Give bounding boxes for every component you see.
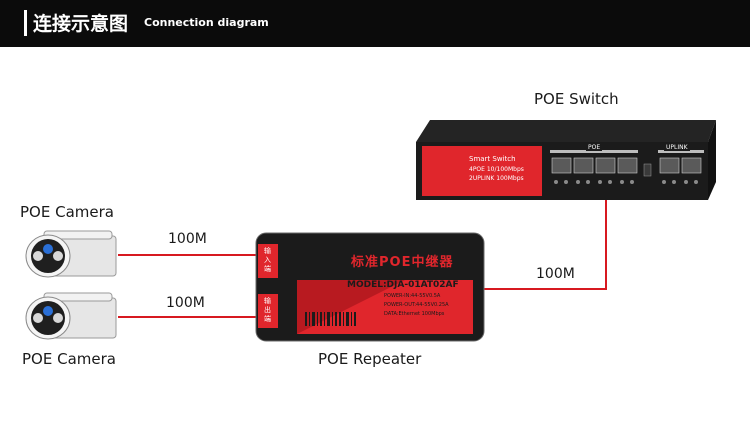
repeater-model: MODEL:DJA-01AT02AF (347, 280, 459, 290)
camera-ir-led-right (53, 313, 63, 323)
camera-ir-led-right (53, 251, 63, 261)
camera-ir-led-left (33, 313, 43, 323)
uplink-port-1 (659, 157, 680, 174)
switch-uplink-bracket (658, 150, 704, 153)
poe-switch-label: POE Switch (534, 90, 619, 108)
uplink-port-2 (681, 157, 702, 174)
link-speed-camera-top: 100M (168, 231, 207, 247)
poe-camera-top-label: POE Camera (20, 203, 114, 221)
camera-lens-face (31, 239, 65, 273)
link-speed-camera-bottom: 100M (166, 295, 205, 311)
repeater-power-out: POWER-OUT:44-55V0.25A (384, 302, 449, 308)
switch-uplink-ports (659, 157, 702, 174)
repeater-in-port-label: 输入端 (264, 247, 271, 273)
camera-lens-face (31, 301, 65, 335)
poe-port-4 (617, 157, 638, 174)
poe-port-3 (595, 157, 616, 174)
link-speed-switch: 100M (536, 266, 575, 282)
repeater-power-in: POWER-IN:44-55V0.5A (384, 293, 441, 299)
repeater-out-port (258, 294, 278, 328)
switch-side-face (708, 120, 716, 200)
switch-top-face (416, 120, 716, 142)
header-accent-bar (24, 10, 27, 36)
switch-mode-toggle (643, 163, 652, 177)
camera-ir-led-left (33, 251, 43, 261)
repeater-in-port (258, 244, 278, 278)
camera-lens (43, 306, 53, 316)
header-bar: 连接示意图 Connection diagram (0, 0, 750, 47)
switch-poe-ports (551, 157, 638, 174)
repeater-title: 标准POE中继器 (351, 255, 454, 270)
poe-camera-bottom (25, 292, 117, 340)
switch-poe-bracket (550, 150, 638, 153)
switch-name-text: Smart Switch (469, 155, 516, 163)
switch-status-leds (554, 180, 698, 184)
switch-uplink-group-label: UPLINK (664, 144, 690, 151)
poe-port-2 (573, 157, 594, 174)
switch-spec-uplink: 2UPLINK 100Mbps (469, 175, 524, 182)
poe-port-1 (551, 157, 572, 174)
page-subtitle: Connection diagram (144, 16, 269, 29)
poe-camera-top (25, 230, 117, 278)
link-line-switch (484, 168, 607, 290)
poe-repeater-label: POE Repeater (318, 350, 422, 368)
poe-switch-device (416, 120, 716, 200)
poe-camera-bottom-label: POE Camera (22, 350, 116, 368)
repeater-barcode (305, 312, 356, 326)
switch-spec-poe: 4POE 10/100Mbps (469, 166, 524, 173)
switch-red-face (422, 146, 542, 196)
repeater-data-rate: DATA:Ethernet 100Mbps (384, 311, 445, 317)
switch-poe-group-label: POE (586, 144, 603, 151)
poe-repeater-device (255, 232, 485, 342)
page-title: 连接示意图 (33, 13, 129, 35)
repeater-out-port-label: 输出端 (264, 297, 271, 323)
camera-lens (43, 244, 53, 254)
